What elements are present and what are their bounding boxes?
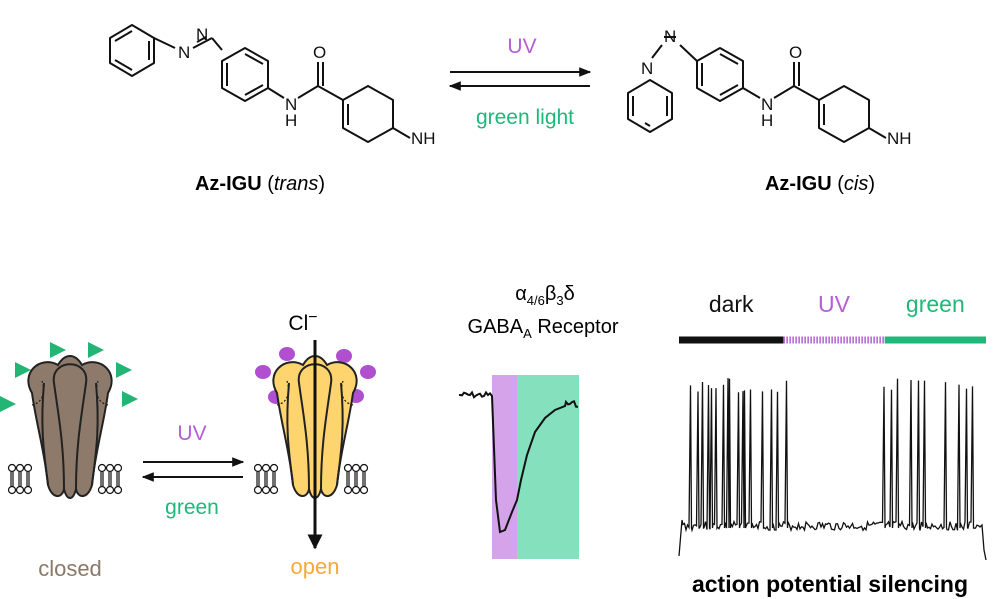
atom-n: N	[196, 25, 208, 44]
chloride-ion-label: Cl−	[288, 309, 317, 335]
condition-label-green: green	[906, 291, 965, 317]
open-label: open	[291, 554, 340, 579]
uv-label: UV	[507, 35, 536, 58]
atom-h: H	[761, 111, 773, 130]
receptor-green-label: green	[165, 496, 219, 519]
atom-nh: NH	[411, 129, 436, 148]
chart-title: action potential silencing	[692, 571, 968, 597]
uv-illumination-period	[492, 375, 517, 559]
green-light-label: green light	[476, 106, 574, 129]
isomerization-arrows	[448, 67, 592, 91]
closed-receptor	[27, 355, 113, 499]
atom-n: N	[285, 95, 297, 114]
atom-n: N	[664, 27, 676, 46]
atom-o: O	[313, 43, 326, 62]
receptor-uv-label: UV	[177, 422, 206, 445]
atom-o: O	[789, 43, 802, 62]
green-ligand-triangles	[0, 342, 138, 412]
closed-label: closed	[38, 556, 102, 581]
atom-h: H	[285, 111, 297, 130]
trans-label: Az-IGU (trans)	[195, 173, 325, 195]
condition-label-uv: UV	[818, 291, 851, 317]
green-illumination-period	[517, 375, 579, 559]
condition-label-dark: dark	[709, 291, 754, 317]
atom-n: N	[761, 95, 773, 114]
membrane-potential-trace	[678, 378, 987, 561]
atom-nh: NH	[887, 129, 912, 148]
current-trace	[458, 390, 579, 534]
cis-azobenzene-structure: N N N H O NH	[627, 27, 912, 148]
atom-n: N	[641, 59, 653, 78]
atom-n: N	[178, 43, 190, 62]
trans-azobenzene-structure: N N N H O NH	[109, 24, 436, 148]
cis-label: Az-IGU (cis)	[765, 173, 875, 195]
receptor-name: GABAA Receptor	[468, 316, 619, 341]
subunit-composition: α4/6β3δ	[515, 283, 575, 308]
gating-arrows	[141, 457, 245, 482]
